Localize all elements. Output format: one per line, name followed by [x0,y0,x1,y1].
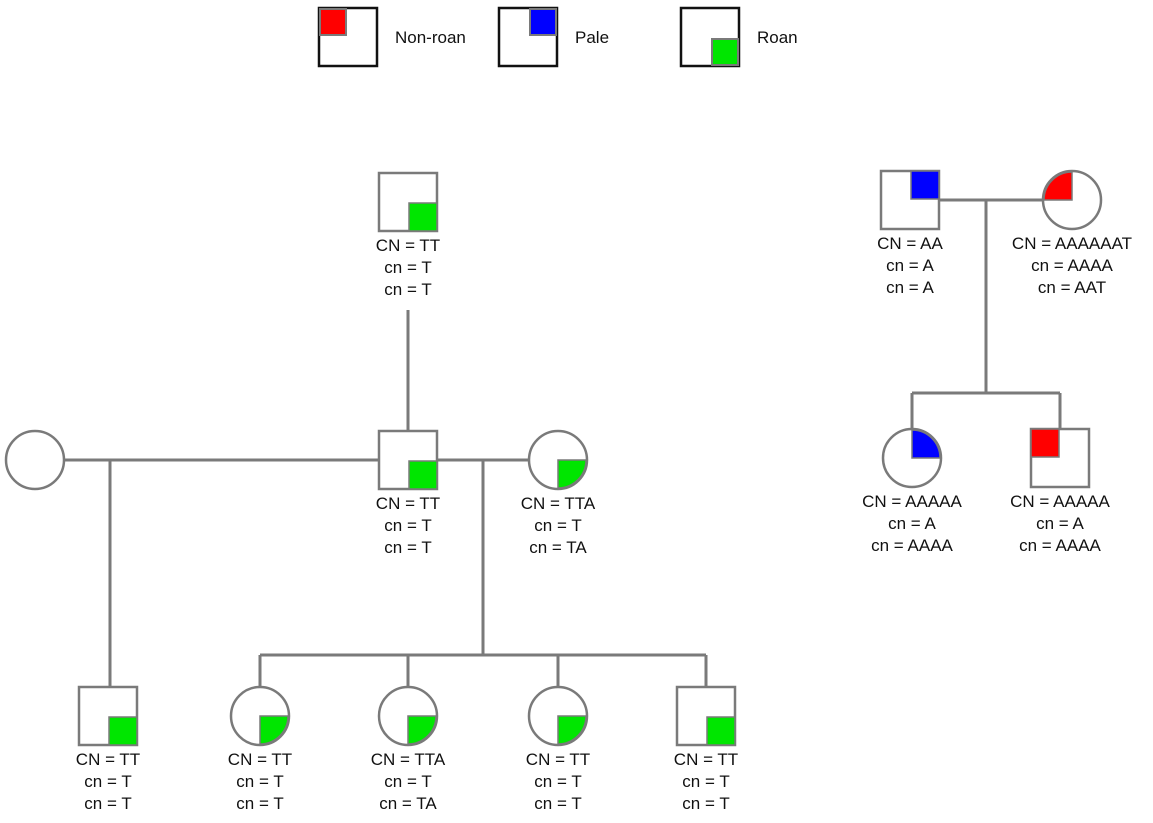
genotype-label: cn = T [384,772,431,791]
genotype-label: CN = AAAAA [862,492,962,511]
individual-mate-female-left [4,429,66,491]
genotype-label: cn = T [384,538,431,557]
legend-label: Non-roan [395,28,466,47]
legend-item-pale: Pale [497,6,609,68]
genotype-label: CN = TT [376,494,440,513]
genotype-label: cn = A [886,278,934,297]
legend-swatch [319,8,347,36]
individual-offspring-4: CN = TT cn = T cn = T [526,685,590,813]
phenotype-quadrant [408,202,438,232]
legend-swatch [529,8,557,36]
genotype-label: cn = TA [529,538,587,557]
genotype-label: CN = TT [674,750,738,769]
genotype-label: CN = TT [376,236,440,255]
genotype-label: CN = TT [228,750,292,769]
legend-swatch [711,38,739,66]
individual-right-offspring-male: CN = AAAAA cn = A cn = AAAA [1010,427,1111,555]
genotype-label: cn = T [236,794,283,813]
genotype-label: cn = T [384,516,431,535]
genotype-label: CN = AAAAA [1010,492,1110,511]
phenotype-quadrant [910,170,940,200]
genotype-label: cn = T [384,258,431,277]
legend-item-non-roan: Non-roan [317,6,466,68]
phenotype-quadrant [407,715,437,745]
genotype-label: cn = AAAA [871,536,953,555]
phenotype-quadrant [1043,171,1073,201]
genotype-label: cn = A [888,514,936,533]
legend-item-roan: Roan [679,6,798,68]
phenotype-quadrant [557,459,587,489]
individual-offspring-1: CN = TT cn = T cn = T [76,685,140,813]
genotype-label: cn = T [682,794,729,813]
phenotype-quadrant [911,429,941,459]
genotype-label: cn = A [886,256,934,275]
genotype-label: cn = T [84,794,131,813]
individual-sire-mid: CN = TT cn = T cn = T [376,429,440,557]
phenotype-quadrant [557,715,587,745]
individual-right-offspring-female: CN = AAAAA cn = A cn = AAAA [862,427,963,555]
individual-dam-mid: CN = TTA cn = T cn = TA [521,429,596,557]
legend-label: Pale [575,28,609,47]
genotype-label: cn = T [534,772,581,791]
genotype-label: cn = A [1036,514,1084,533]
male-square [675,685,737,747]
female-circle [4,429,66,491]
genotype-label: CN = TTA [521,494,596,513]
genotype-label: cn = AAT [1038,278,1106,297]
phenotype-quadrant [408,460,438,490]
genotype-label: CN = AAAAAAT [1012,234,1132,253]
genotype-label: cn = AAAA [1031,256,1113,275]
individual-offspring-2: CN = TT cn = T cn = T [228,685,292,813]
phenotype-quadrant [259,715,289,745]
genotype-label: cn = T [236,772,283,791]
individual-right-dam: CN = AAAAAAT cn = AAAA cn = AAT [1012,169,1132,297]
phenotype-quadrant [108,716,138,746]
genotype-label: cn = AAAA [1019,536,1101,555]
genotype-label: CN = TT [76,750,140,769]
genotype-label: cn = T [534,516,581,535]
genotype-label: CN = TT [526,750,590,769]
individual-offspring-3: CN = TTA cn = T cn = TA [371,685,446,813]
genotype-label: cn = T [84,772,131,791]
genotype-label: cn = TA [379,794,437,813]
individual-sire-top: CN = TT cn = T cn = T [376,171,440,299]
genotype-label: cn = T [682,772,729,791]
genotype-label: cn = T [534,794,581,813]
genotype-label: CN = TTA [371,750,446,769]
phenotype-quadrant [1030,428,1060,458]
male-square [77,685,139,747]
phenotype-quadrant [706,716,736,746]
individual-right-sire: CN = AA cn = A cn = A [877,169,943,297]
legend-label: Roan [757,28,798,47]
genotype-label: CN = AA [877,234,943,253]
pedigree-lines [64,198,1062,688]
legend: Non-roan Pale Roan [317,6,798,68]
individual-offspring-5: CN = TT cn = T cn = T [674,685,738,813]
genotype-label: cn = T [384,280,431,299]
